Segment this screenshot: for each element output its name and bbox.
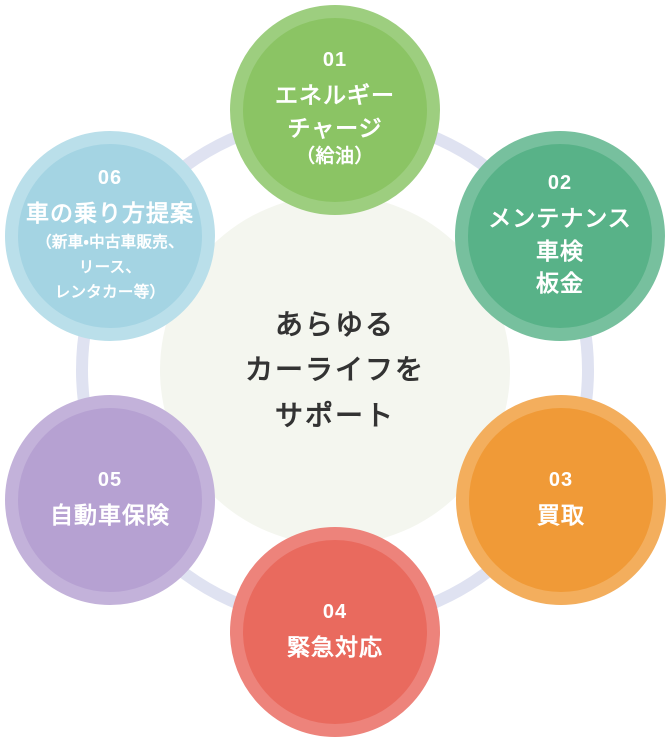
node-title-line: 自動車保険: [50, 501, 170, 528]
node-title-line: 板金: [536, 270, 584, 297]
node-title-line: チャージ: [287, 114, 383, 141]
node-number: 03: [548, 468, 574, 491]
center-message-line: カーライフを: [244, 354, 425, 386]
node-title-line: 車検: [536, 237, 584, 264]
node-title-line: 車の乗り方提案: [26, 200, 194, 226]
node-title-line: エネルギー: [275, 81, 395, 108]
node-02-maintenance-inspection: 02 メンテナンス 車検 板金: [455, 131, 665, 341]
node-subtitle-line: リース、: [78, 258, 142, 276]
node-06-car-usage-proposal: 06 車の乗り方提案 （新車・中古車販売、 リース、 レンタカー等）: [5, 131, 215, 341]
node-subtitle-line: （新車・中古車販売、: [36, 233, 184, 251]
node-subtitle-line: レンタカー等）: [54, 283, 166, 301]
node-number: 02: [547, 172, 573, 195]
center-message-line: サポート: [274, 399, 395, 431]
node-05-auto-insurance: 05 自動車保険: [5, 395, 215, 605]
center-message-line: あらゆる: [274, 308, 395, 340]
node-title-line: メンテナンス: [488, 205, 632, 232]
node-number: 04: [322, 600, 348, 623]
center-message-circle: あらゆる カーライフを サポート: [160, 195, 510, 545]
node-number: 06: [97, 167, 123, 189]
node-03-buyback: 03 買取: [456, 395, 666, 605]
node-04-emergency-response: 04 緊急対応: [230, 527, 440, 737]
node-number: 05: [97, 468, 123, 491]
node-01-energy-charge: 01 エネルギー チャージ （給油）: [230, 5, 440, 215]
node-title-line: 買取: [537, 501, 585, 528]
node-number: 01: [322, 48, 348, 71]
node-title-line: （給油）: [295, 146, 374, 168]
node-title-line: 緊急対応: [287, 633, 383, 660]
